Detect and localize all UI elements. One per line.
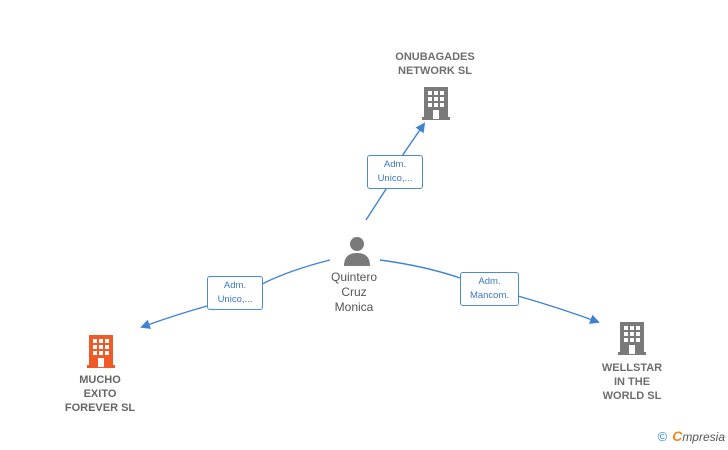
person-icon [344, 237, 370, 266]
brand-initial: C [672, 428, 683, 444]
building-icon [422, 87, 450, 120]
person-label[interactable]: Quintero Cruz Monica [330, 270, 378, 314]
company-label-wellstar[interactable]: WELLSTAR IN THE WORLD SL [601, 362, 663, 402]
copyright-symbol: © [657, 428, 668, 444]
edge-label-to-mucho[interactable]: Adm. Unico,... [207, 276, 263, 310]
brand-name: mpresia [682, 430, 725, 444]
edge-to-wellstar [379, 259, 598, 322]
building-icon [87, 335, 115, 368]
edge-to-mucho [142, 259, 331, 327]
empresia-logo: © Cmpresia [658, 428, 725, 444]
company-label-onubagades[interactable]: ONUBAGADES NETWORK SL [395, 51, 475, 77]
company-label-mucho[interactable]: MUCHO EXITO FOREVER SL [64, 374, 136, 414]
building-icon [618, 322, 646, 355]
edge-label-to-wellstar[interactable]: Adm. Mancom. [460, 272, 519, 306]
edge-to-onubagades [365, 124, 424, 221]
edge-label-to-onubagades[interactable]: Adm. Unico,... [367, 155, 423, 189]
